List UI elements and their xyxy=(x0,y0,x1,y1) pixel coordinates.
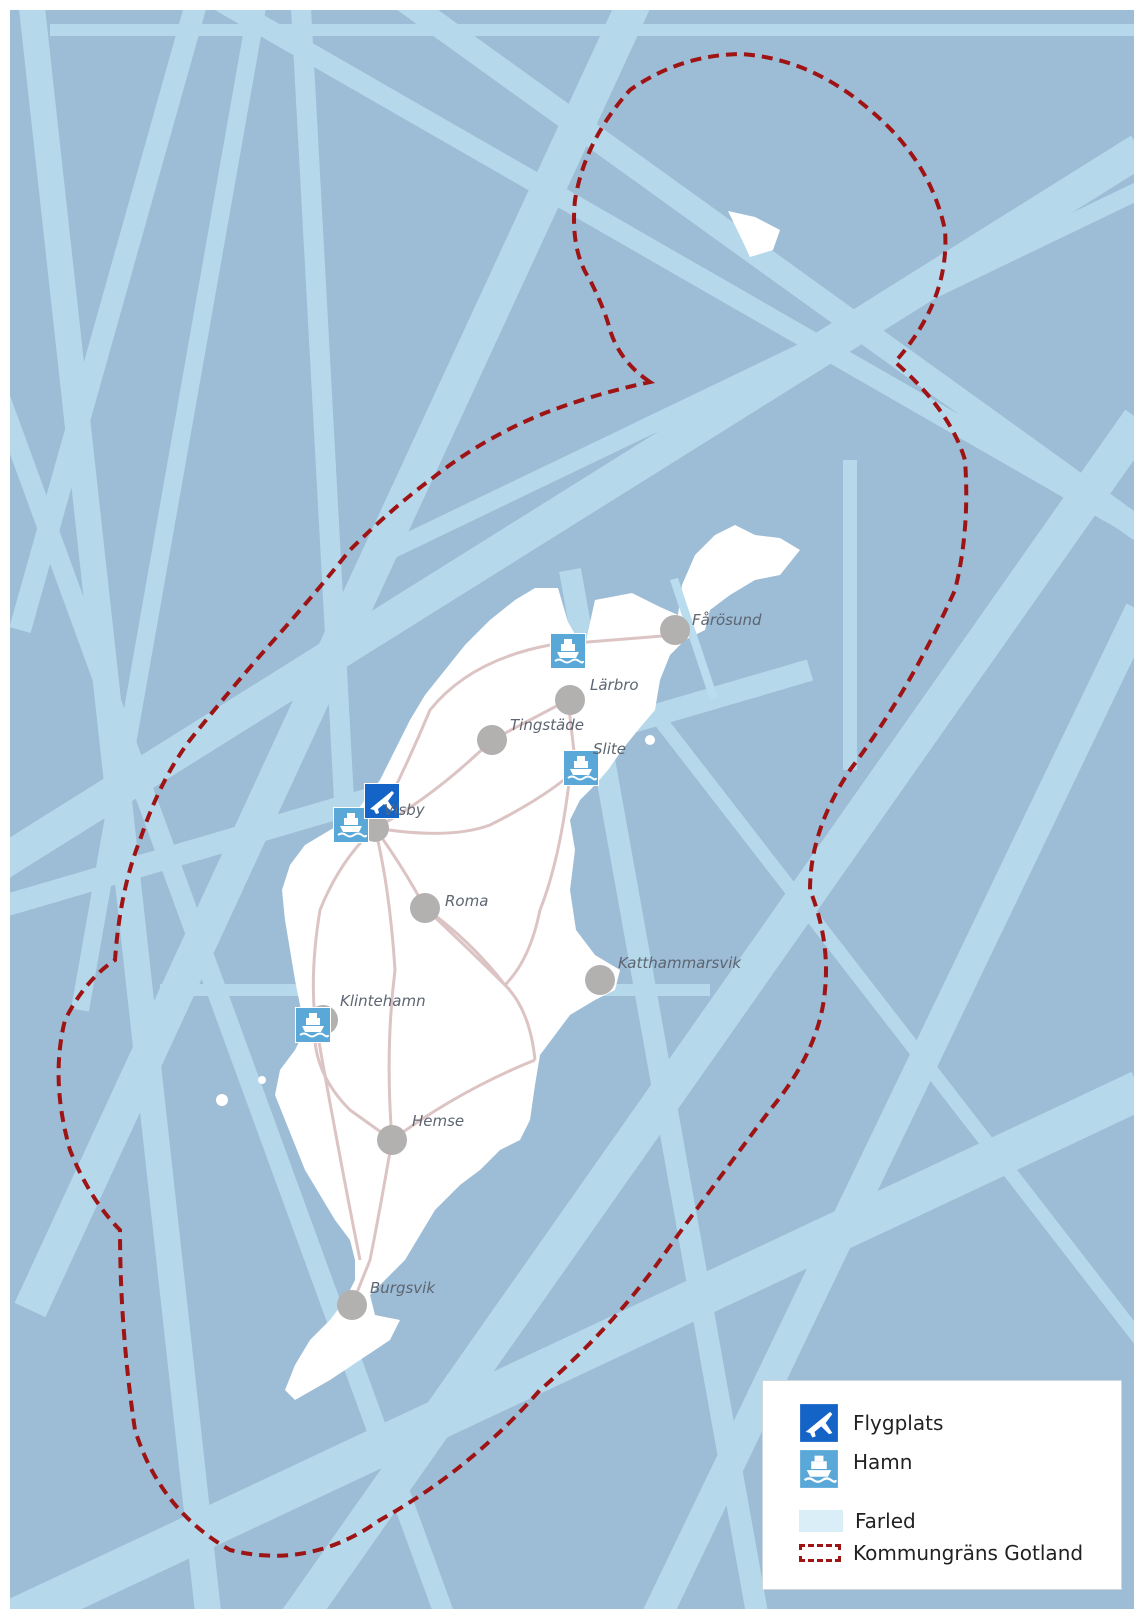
legend-row-farled: Farled xyxy=(799,1509,916,1533)
place-label-roma: Roma xyxy=(445,892,488,910)
gotland-island xyxy=(275,525,800,1400)
town-marker-farosund xyxy=(660,615,690,645)
map-canvas: Fårösund Lärbro Tingstäde Slite Visby Ro… xyxy=(10,10,1134,1609)
place-label-burgsvik: Burgsvik xyxy=(370,1279,436,1297)
place-label-klintehamn: Klintehamn xyxy=(340,992,426,1010)
harbour-icon[interactable] xyxy=(333,807,369,843)
place-label-larbro: Lärbro xyxy=(590,676,639,694)
shipping-lane xyxy=(10,395,453,1609)
road xyxy=(374,773,571,835)
town-marker-katthammarsvik xyxy=(585,965,615,995)
faro-strait xyxy=(670,578,718,700)
road xyxy=(391,1058,536,1142)
road xyxy=(503,774,572,987)
islet xyxy=(645,735,655,745)
shipping-lane xyxy=(71,10,266,1012)
town-marker-tingstade xyxy=(477,725,507,755)
place-label-farosund: Fårösund xyxy=(692,611,762,629)
shipping-lane xyxy=(366,182,1134,569)
place-label-hemse: Hemse xyxy=(412,1112,464,1130)
legend-label-farled: Farled xyxy=(855,1509,916,1533)
shipping-lanes xyxy=(10,10,1134,1609)
town-marker-larbro xyxy=(555,685,585,715)
shipping-lane xyxy=(397,10,1134,540)
place-label-katthammarsvik: Katthammarsvik xyxy=(618,954,742,972)
road xyxy=(373,827,537,1061)
airport-icon xyxy=(799,1403,839,1443)
legend-label-hamn: Hamn xyxy=(853,1450,913,1474)
road xyxy=(313,1019,362,1261)
islet xyxy=(258,1076,266,1084)
place-label-visby: Visby xyxy=(384,801,426,819)
farled-swatch xyxy=(799,1510,843,1532)
legend-row-kommungrans: Kommungräns Gotland xyxy=(799,1541,1083,1565)
boundary-swatch xyxy=(799,1544,841,1562)
harbour-icon[interactable] xyxy=(550,633,586,669)
shipping-lane xyxy=(10,1071,1134,1609)
harbour-icon[interactable] xyxy=(295,1007,331,1043)
place-label-tingstade: Tingstäde xyxy=(510,716,584,734)
road xyxy=(350,1139,394,1306)
shipping-lane xyxy=(584,625,1134,1344)
place-label-slite: Slite xyxy=(593,740,626,758)
town-marker-burgsvik xyxy=(337,1290,367,1320)
municipal-boundary xyxy=(56,51,969,1558)
legend-row-flygplats: Flygplats xyxy=(799,1403,943,1443)
islet xyxy=(216,1094,228,1106)
shipping-lane xyxy=(291,10,360,911)
gotska-sandon-island xyxy=(728,211,780,257)
legend-row-hamn: Hamn xyxy=(799,1449,912,1489)
legend-label-kommungrans: Kommungräns Gotland xyxy=(853,1541,1084,1565)
town-marker-hemse xyxy=(377,1125,407,1155)
town-marker-roma xyxy=(410,893,440,923)
map-legend: Flygplats Hamn Farled Kommungräns Gotlan… xyxy=(762,1380,1122,1590)
harbour-icon xyxy=(799,1449,839,1489)
shipping-lane xyxy=(214,10,1134,539)
legend-label-flygplats: Flygplats xyxy=(853,1411,944,1435)
road xyxy=(373,827,397,1141)
map[interactable]: Fårösund Lärbro Tingstäde Slite Visby Ro… xyxy=(10,10,1134,1609)
